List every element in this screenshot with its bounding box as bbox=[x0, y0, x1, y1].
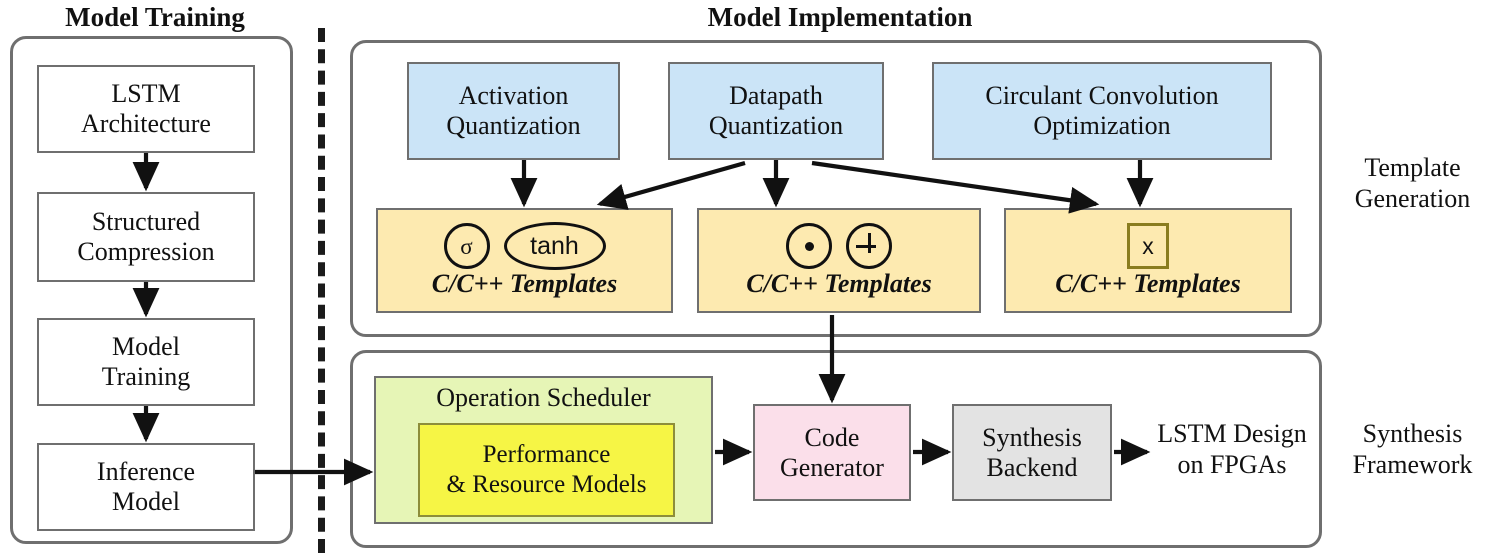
template-caption: C/C++ Templates bbox=[431, 269, 618, 298]
sigma-icon: σ bbox=[443, 223, 490, 269]
template-box-datapath[interactable]: C/C++ Templates bbox=[697, 208, 981, 313]
template-box-circulant[interactable]: x C/C++ Templates bbox=[1004, 208, 1292, 313]
template-ops-datapath bbox=[786, 223, 892, 269]
dot-product-icon bbox=[786, 223, 832, 269]
performance-resource-models-box[interactable]: Performance& Resource Models bbox=[418, 423, 675, 517]
template-caption: C/C++ Templates bbox=[746, 269, 932, 298]
tanh-icon: tanh bbox=[503, 222, 606, 270]
page-title-model-implementation: Model Implementation bbox=[707, 2, 973, 32]
template-box-activation[interactable]: σ tanh C/C++ Templates bbox=[376, 208, 673, 313]
template-ops-activation: σ tanh bbox=[443, 222, 606, 270]
template-caption: C/C++ Templates bbox=[1055, 269, 1241, 298]
plus-icon bbox=[846, 223, 892, 269]
matrix-multiply-icon: x bbox=[1127, 223, 1169, 269]
operation-scheduler-box[interactable]: Operation Scheduler Performance& Resourc… bbox=[374, 376, 713, 524]
operation-scheduler-title: Operation Scheduler bbox=[436, 383, 651, 412]
section-divider bbox=[318, 28, 325, 553]
page-title-model-training: Model Training bbox=[65, 2, 245, 32]
template-ops-circulant: x bbox=[1127, 223, 1169, 269]
